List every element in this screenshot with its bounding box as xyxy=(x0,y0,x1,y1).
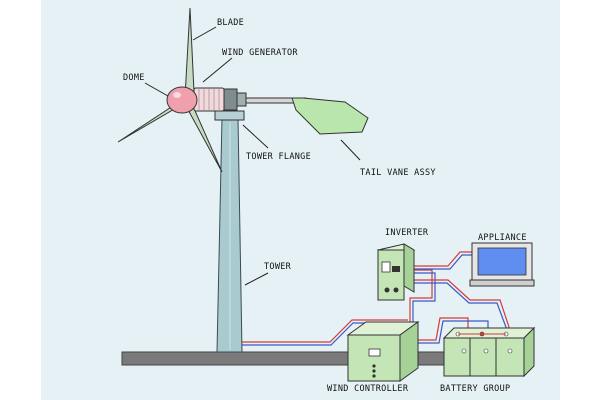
label-inverter: INVERTER xyxy=(385,228,429,238)
wire-inverter-appliance xyxy=(414,251,472,270)
leader-blade xyxy=(192,26,217,41)
label-appliance: APPLIANCE xyxy=(478,233,527,243)
nacelle-joint xyxy=(236,92,247,107)
label-tower-flange: TOWER FLANGE xyxy=(246,152,311,162)
label-battery-group: BATTERY GROUP xyxy=(440,384,510,394)
wire-controller-inverter xyxy=(409,269,436,325)
inverter-unit xyxy=(376,243,416,301)
label-tower: TOWER xyxy=(264,262,292,272)
leader-lines xyxy=(144,26,361,286)
tail-vane xyxy=(291,97,369,135)
wire-inverter-battery xyxy=(414,279,511,331)
label-tail-vane: TAIL VANE ASSY xyxy=(360,168,436,178)
label-wind-controller: WIND CONTROLLER xyxy=(327,384,409,394)
wire-controller-battery xyxy=(418,317,489,344)
dome-highlight xyxy=(173,92,181,98)
wind-controller-unit xyxy=(346,321,420,382)
leader-tower xyxy=(244,272,269,286)
battery-group-unit xyxy=(442,326,536,378)
leader-wind-generator xyxy=(202,57,233,83)
leader-tail-vane xyxy=(340,139,361,161)
label-blade: BLADE xyxy=(217,18,244,28)
leader-tower-flange xyxy=(242,124,269,149)
generator-fins xyxy=(198,89,220,110)
leader-dome xyxy=(144,82,169,97)
label-dome: DOME xyxy=(123,73,145,83)
yaw-housing xyxy=(223,88,238,111)
tower-flange xyxy=(214,110,245,121)
label-wind-generator: WIND GENERATOR xyxy=(222,48,298,58)
dome xyxy=(166,86,198,114)
appliance-monitor xyxy=(469,242,535,287)
